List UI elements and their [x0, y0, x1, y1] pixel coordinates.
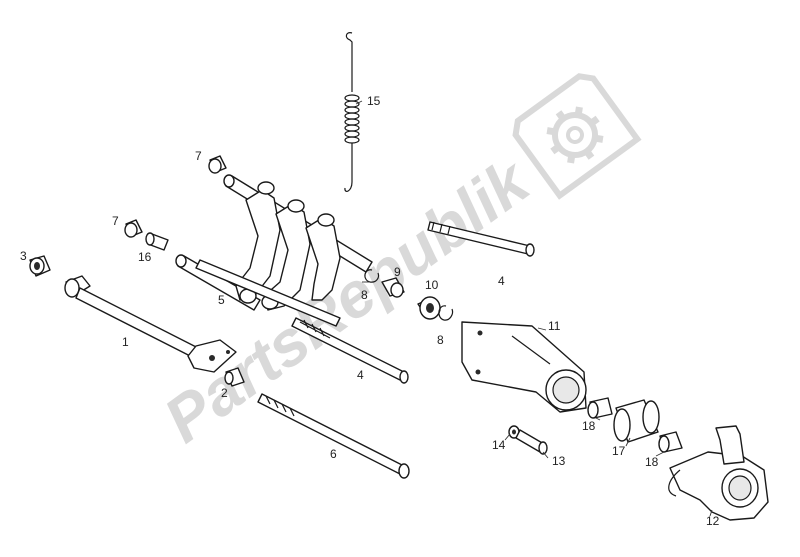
callout-4-left: 4 — [357, 368, 364, 382]
callout-10: 10 — [425, 278, 439, 292]
bushing-7-lower — [124, 219, 143, 238]
bolt-4-left — [291, 317, 409, 384]
callout-5: 5 — [218, 293, 225, 307]
callout-13: 13 — [552, 454, 566, 468]
callout-18-right: 18 — [645, 455, 659, 469]
callout-3: 3 — [20, 249, 27, 263]
bolt-6 — [257, 393, 410, 479]
callout-8-upper: 8 — [361, 288, 368, 302]
shaft-1 — [64, 275, 237, 373]
callout-6: 6 — [330, 447, 337, 461]
bolt-13 — [515, 429, 548, 455]
bushing-2 — [224, 367, 245, 387]
linkage-5 — [175, 174, 373, 327]
bearing-10 — [417, 296, 441, 320]
bushing-18-right — [658, 431, 683, 453]
bushing-18-left — [587, 397, 613, 419]
watermark-text: PartsRepublik — [151, 143, 544, 456]
callout-15: 15 — [367, 94, 381, 108]
circlip-8-lower — [438, 305, 454, 321]
callout-11: 11 — [548, 319, 561, 333]
callout-14: 14 — [492, 438, 506, 452]
callout-8-lower: 8 — [437, 333, 444, 347]
gear-icon — [512, 73, 642, 200]
callout-7-upper: 7 — [195, 149, 202, 163]
sleeve-16 — [145, 232, 169, 251]
callout-12: 12 — [706, 514, 720, 528]
callout-1: 1 — [122, 335, 129, 349]
nut-3 — [29, 255, 51, 277]
callout-2: 2 — [221, 386, 228, 400]
callout-18-left: 18 — [582, 419, 596, 433]
callout-9: 9 — [394, 265, 401, 279]
spring-15 — [344, 32, 360, 192]
callouts: 1 2 3 4 4 5 6 7 7 8 8 9 10 11 12 13 14 1… — [20, 94, 720, 528]
housing-11 — [461, 321, 587, 413]
callout-16: 16 — [138, 250, 152, 264]
leader-lines — [355, 100, 713, 517]
bolt-4-right — [427, 221, 535, 257]
spacer-17 — [613, 399, 660, 443]
bushing-7-upper — [208, 155, 227, 174]
bracket-12 — [668, 425, 769, 521]
washer-9 — [381, 277, 405, 298]
callout-7-lower: 7 — [112, 214, 119, 228]
callout-4-right: 4 — [498, 274, 505, 288]
callout-17: 17 — [612, 444, 626, 458]
